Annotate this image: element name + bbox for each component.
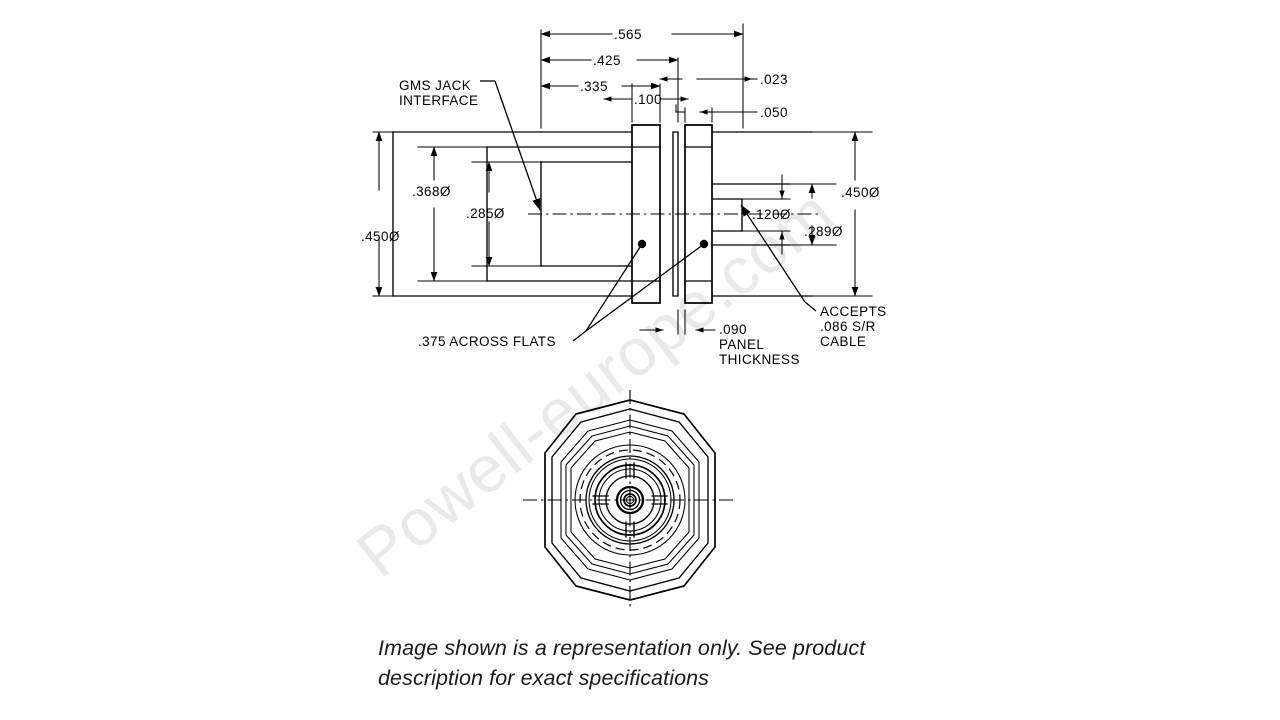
- callout-accepts-line3: CABLE: [820, 334, 866, 349]
- dimension-368-label: .368Ø: [412, 184, 451, 199]
- callout-accepts-line1: ACCEPTS: [820, 304, 887, 319]
- watermark: Powell-europe.com: [343, 174, 847, 591]
- slot-tabs: [592, 462, 668, 538]
- dimension-120: .120Ø: [741, 174, 791, 255]
- dimension-285: .285Ø: [466, 161, 542, 267]
- dimension-565: .565: [540, 27, 744, 42]
- dimension-368: .368Ø: [412, 146, 488, 282]
- leader-dot-hex-right: [699, 239, 709, 249]
- dimension-450-left-label: .450Ø: [361, 229, 400, 244]
- side-section-view: .565 .425 .335 .100: [361, 23, 887, 367]
- dimension-289: .289Ø: [789, 183, 843, 246]
- callout-accepts-cable: ACCEPTS .086 S/R CABLE: [740, 204, 887, 349]
- callout-panel-thickness-line1: .090: [719, 322, 747, 337]
- hex-body-outline: [544, 399, 716, 601]
- dimension-023-label: .023: [760, 72, 788, 87]
- dimension-425: .425: [540, 53, 679, 68]
- callout-across-flats: .375 ACROSS FLATS: [418, 239, 709, 349]
- center-crosshair: [624, 494, 636, 506]
- dimension-023: .023: [659, 72, 788, 87]
- connector-body-outline: [392, 124, 813, 304]
- dimension-450-right-label: .450Ø: [841, 185, 880, 200]
- dimension-050: .050: [675, 104, 788, 120]
- dimension-335: .335: [540, 79, 661, 94]
- dimension-100-label: .100: [634, 92, 662, 107]
- callout-accepts-line2: .086 S/R: [820, 319, 876, 334]
- center-contact: [615, 485, 645, 515]
- leader-dot-hex-left: [637, 239, 647, 249]
- callout-gms-jack-line2: INTERFACE: [399, 93, 478, 108]
- dimension-120-label: .120Ø: [752, 207, 791, 222]
- front-end-view: [523, 390, 737, 610]
- dimension-425-label: .425: [593, 53, 621, 68]
- caption: Image shown is a representation only. Se…: [378, 636, 866, 690]
- callout-panel-thickness: .090 PANEL THICKNESS: [639, 309, 800, 367]
- caption-line-1: Image shown is a representation only. Se…: [378, 636, 866, 660]
- callout-across-flats-label: .375 ACROSS FLATS: [418, 334, 556, 349]
- dimension-extension-lines: [540, 23, 744, 129]
- dimension-450-left: .450Ø: [361, 131, 400, 297]
- dimension-565-label: .565: [614, 27, 642, 42]
- concentric-rings: [560, 419, 700, 581]
- dimension-100: .100: [603, 92, 689, 107]
- callout-panel-thickness-line2: PANEL: [719, 337, 764, 352]
- dimension-289-label: .289Ø: [804, 224, 843, 239]
- callout-panel-thickness-line3: THICKNESS: [719, 352, 800, 367]
- dimension-285-label: .285Ø: [466, 206, 505, 221]
- slotted-inner-ring: [592, 462, 668, 538]
- watermark-text: Powell-europe.com: [343, 174, 847, 591]
- dimension-050-label: .050: [760, 105, 788, 120]
- dimension-335-label: .335: [580, 79, 608, 94]
- dimension-450-right: .450Ø: [811, 131, 880, 297]
- caption-line-2: description for exact specifications: [378, 666, 709, 690]
- callout-gms-jack: GMS JACK INTERFACE: [399, 78, 541, 211]
- callout-gms-jack-line1: GMS JACK: [399, 78, 471, 93]
